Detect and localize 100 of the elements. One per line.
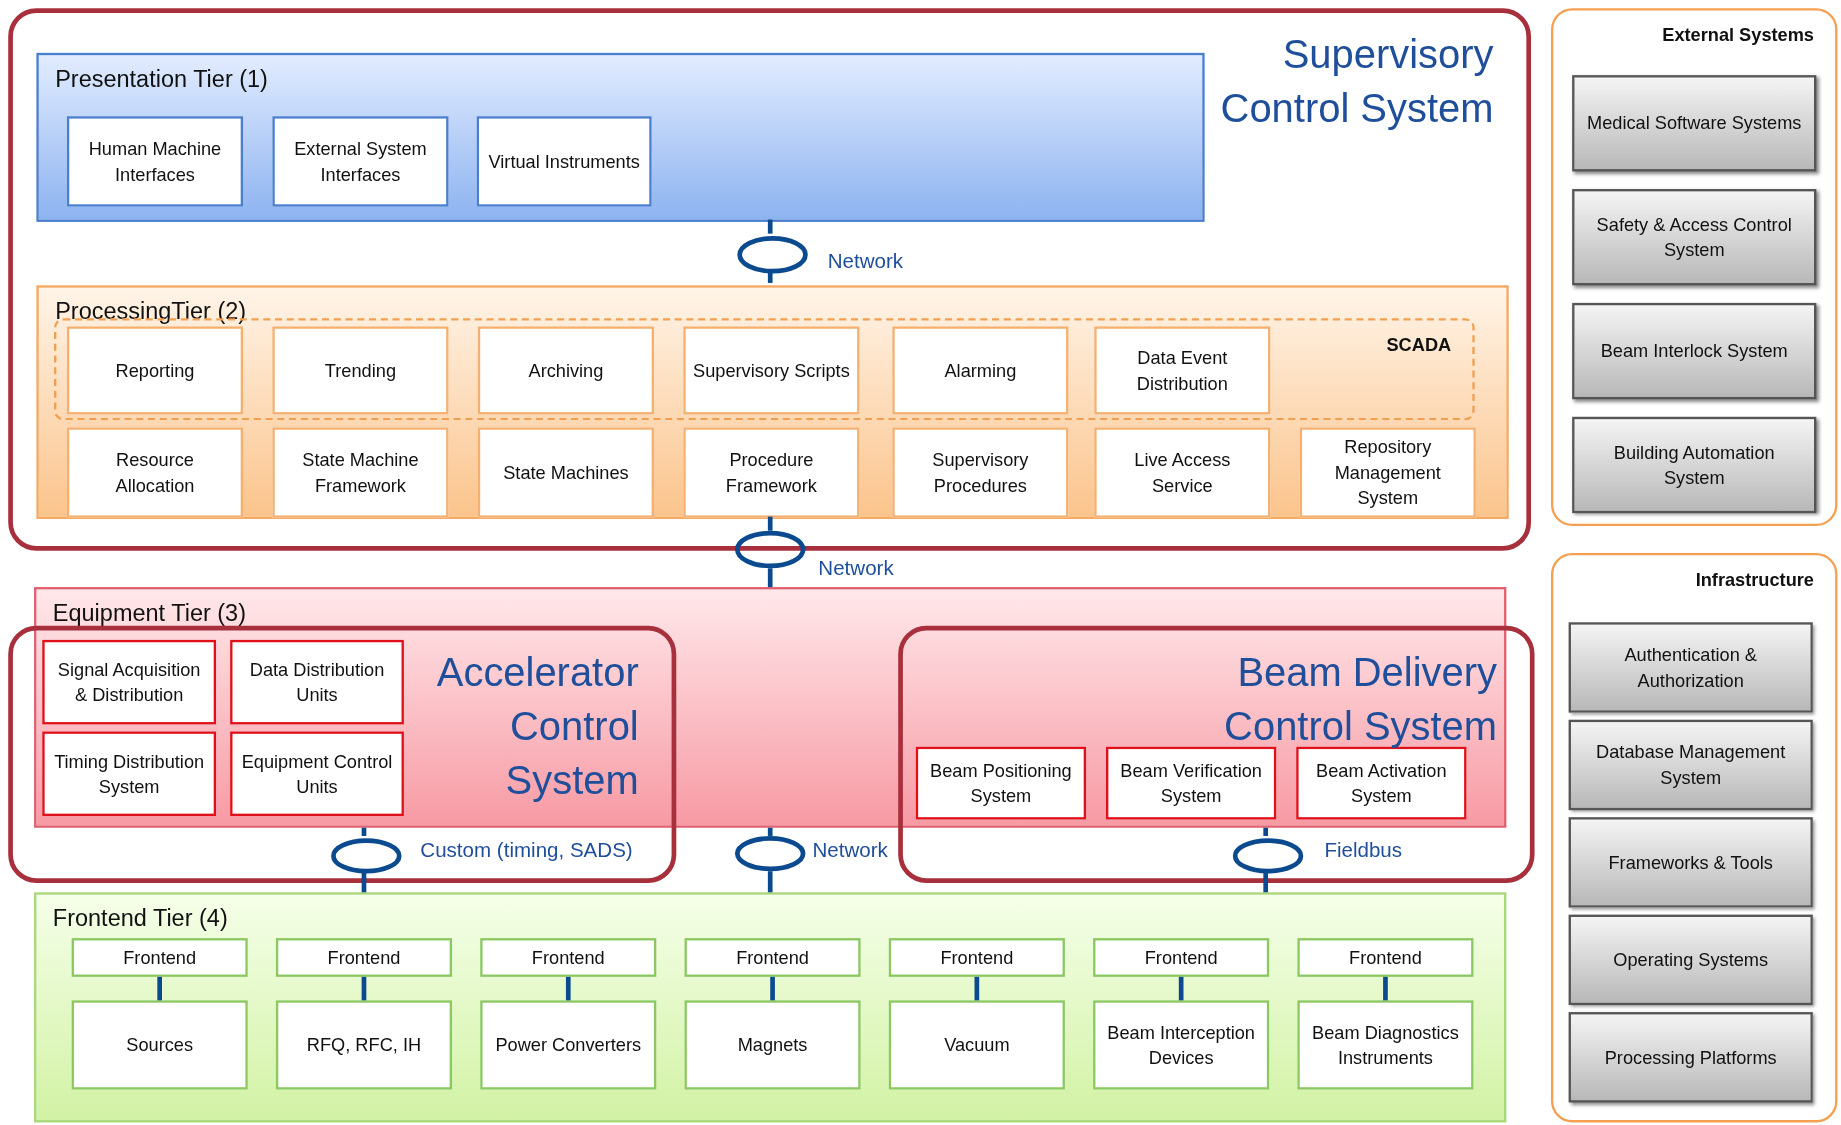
box-label: Frontend	[531, 946, 605, 970]
connector-line	[767, 516, 773, 531]
box-label: Archiving	[528, 359, 604, 383]
box-label: Trending	[324, 359, 396, 383]
connector-line	[361, 871, 367, 893]
component-box	[71, 1000, 248, 1090]
tier-panel	[36, 285, 1509, 519]
component-box	[684, 1000, 861, 1090]
group-panel	[1551, 8, 1838, 526]
tier-heading: Equipment Tier (3)	[52, 599, 246, 627]
frame-title: Supervisory Control System	[1219, 30, 1494, 133]
component-box	[230, 731, 404, 816]
component-box	[476, 116, 652, 207]
component-box	[66, 427, 244, 518]
box-label: Data Event Distribution	[1135, 346, 1229, 395]
box-label: Frontend	[123, 946, 197, 970]
box-label: Database Management System	[1595, 741, 1787, 790]
connector-line	[767, 219, 773, 234]
component-box	[684, 938, 861, 977]
box-label: Reporting	[115, 359, 195, 383]
component-box	[480, 938, 657, 977]
box-label: Medical Software Systems	[1587, 112, 1802, 136]
box-label: State Machines	[503, 461, 629, 485]
network-ellipse	[737, 236, 808, 274]
box-label: Frontend	[1144, 946, 1218, 970]
box-label: Frontend	[940, 946, 1014, 970]
network-ellipse	[735, 835, 806, 872]
component-box	[1572, 189, 1817, 286]
tier-heading: Frontend Tier (4)	[52, 905, 228, 933]
component-box	[1094, 326, 1271, 415]
connector-label: Network	[827, 248, 904, 274]
box-label: Beam Activation System	[1315, 759, 1448, 808]
box-label: Processing Platforms	[1604, 1046, 1777, 1070]
tier-panel	[34, 892, 1507, 1123]
component-box	[1094, 427, 1271, 518]
component-box	[272, 427, 449, 518]
component-box	[683, 427, 860, 518]
box-label: Frontend	[327, 946, 401, 970]
box-label: Authentication & Authorization	[1623, 643, 1758, 692]
box-label: Frontend	[736, 946, 809, 970]
box-label: Beam Interlock System	[1600, 339, 1788, 363]
group-panel	[1551, 553, 1838, 1123]
tier-panel	[36, 52, 1205, 222]
connector-line	[767, 568, 773, 588]
connector-line	[974, 976, 980, 1001]
component-box	[1297, 938, 1474, 977]
component-box	[66, 326, 244, 415]
box-label: Human Machine Interfaces	[87, 137, 223, 186]
frame-title: Accelerator Control System	[435, 648, 639, 805]
box-label: Beam Diagnostics Instruments	[1311, 1021, 1460, 1070]
box-label: Procedure Framework	[724, 448, 818, 497]
component-box	[683, 326, 860, 415]
box-label: Supervisory Procedures	[931, 448, 1030, 497]
box-label: Safety & Access Control System	[1595, 213, 1793, 262]
component-box	[1093, 938, 1270, 977]
connector-label: Network	[812, 838, 888, 863]
group-label: SCADA	[1386, 334, 1452, 356]
component-box	[915, 746, 1087, 820]
box-label: Building Automation System	[1612, 441, 1776, 490]
box-label: Beam Interception Devices	[1106, 1021, 1256, 1070]
box-label: Frameworks & Tools	[1608, 851, 1773, 875]
component-box	[1568, 622, 1813, 713]
box-label: Vacuum	[944, 1033, 1010, 1057]
connector-line	[1263, 871, 1269, 893]
component-box	[275, 1000, 453, 1090]
component-box	[1093, 1000, 1270, 1090]
box-label: Beam Verification System	[1119, 759, 1263, 808]
connector-line	[770, 976, 775, 1001]
box-label: Equipment Control Units	[240, 750, 394, 799]
component-box	[1568, 817, 1813, 908]
network-ellipse	[331, 838, 402, 874]
component-box	[888, 938, 1065, 977]
box-label: Data Distribution Units	[248, 658, 386, 707]
component-box	[71, 938, 248, 977]
component-box	[477, 427, 654, 518]
box-label: Magnets	[737, 1033, 808, 1057]
box-label: Repository Management System	[1333, 436, 1442, 510]
component-box	[1572, 416, 1817, 514]
box-label: External System Interfaces	[293, 137, 428, 186]
component-box	[230, 639, 404, 725]
box-label: Virtual Instruments	[488, 150, 640, 174]
connector-line	[157, 976, 163, 1001]
component-box	[275, 938, 453, 977]
connector-line	[361, 827, 367, 836]
box-label: Timing Distribution System	[53, 750, 206, 799]
component-box	[272, 116, 449, 207]
connector-line	[1263, 827, 1269, 836]
component-box	[888, 1000, 1065, 1090]
system-frame	[8, 8, 1532, 551]
connector-label: Custom (timing, SADS)	[420, 838, 633, 863]
box-label: Supervisory Scripts	[693, 359, 850, 383]
tier-heading: ProcessingTier (2)	[55, 298, 247, 326]
box-label: State Machine Framework	[301, 448, 420, 497]
component-box	[1296, 746, 1467, 820]
connector-line	[767, 271, 773, 283]
box-label: Signal Acquisition & Distribution	[56, 658, 202, 707]
box-label: Live Access Service	[1133, 448, 1232, 497]
component-box	[1299, 427, 1476, 518]
component-box	[1572, 75, 1817, 172]
connector-line	[565, 976, 571, 1001]
